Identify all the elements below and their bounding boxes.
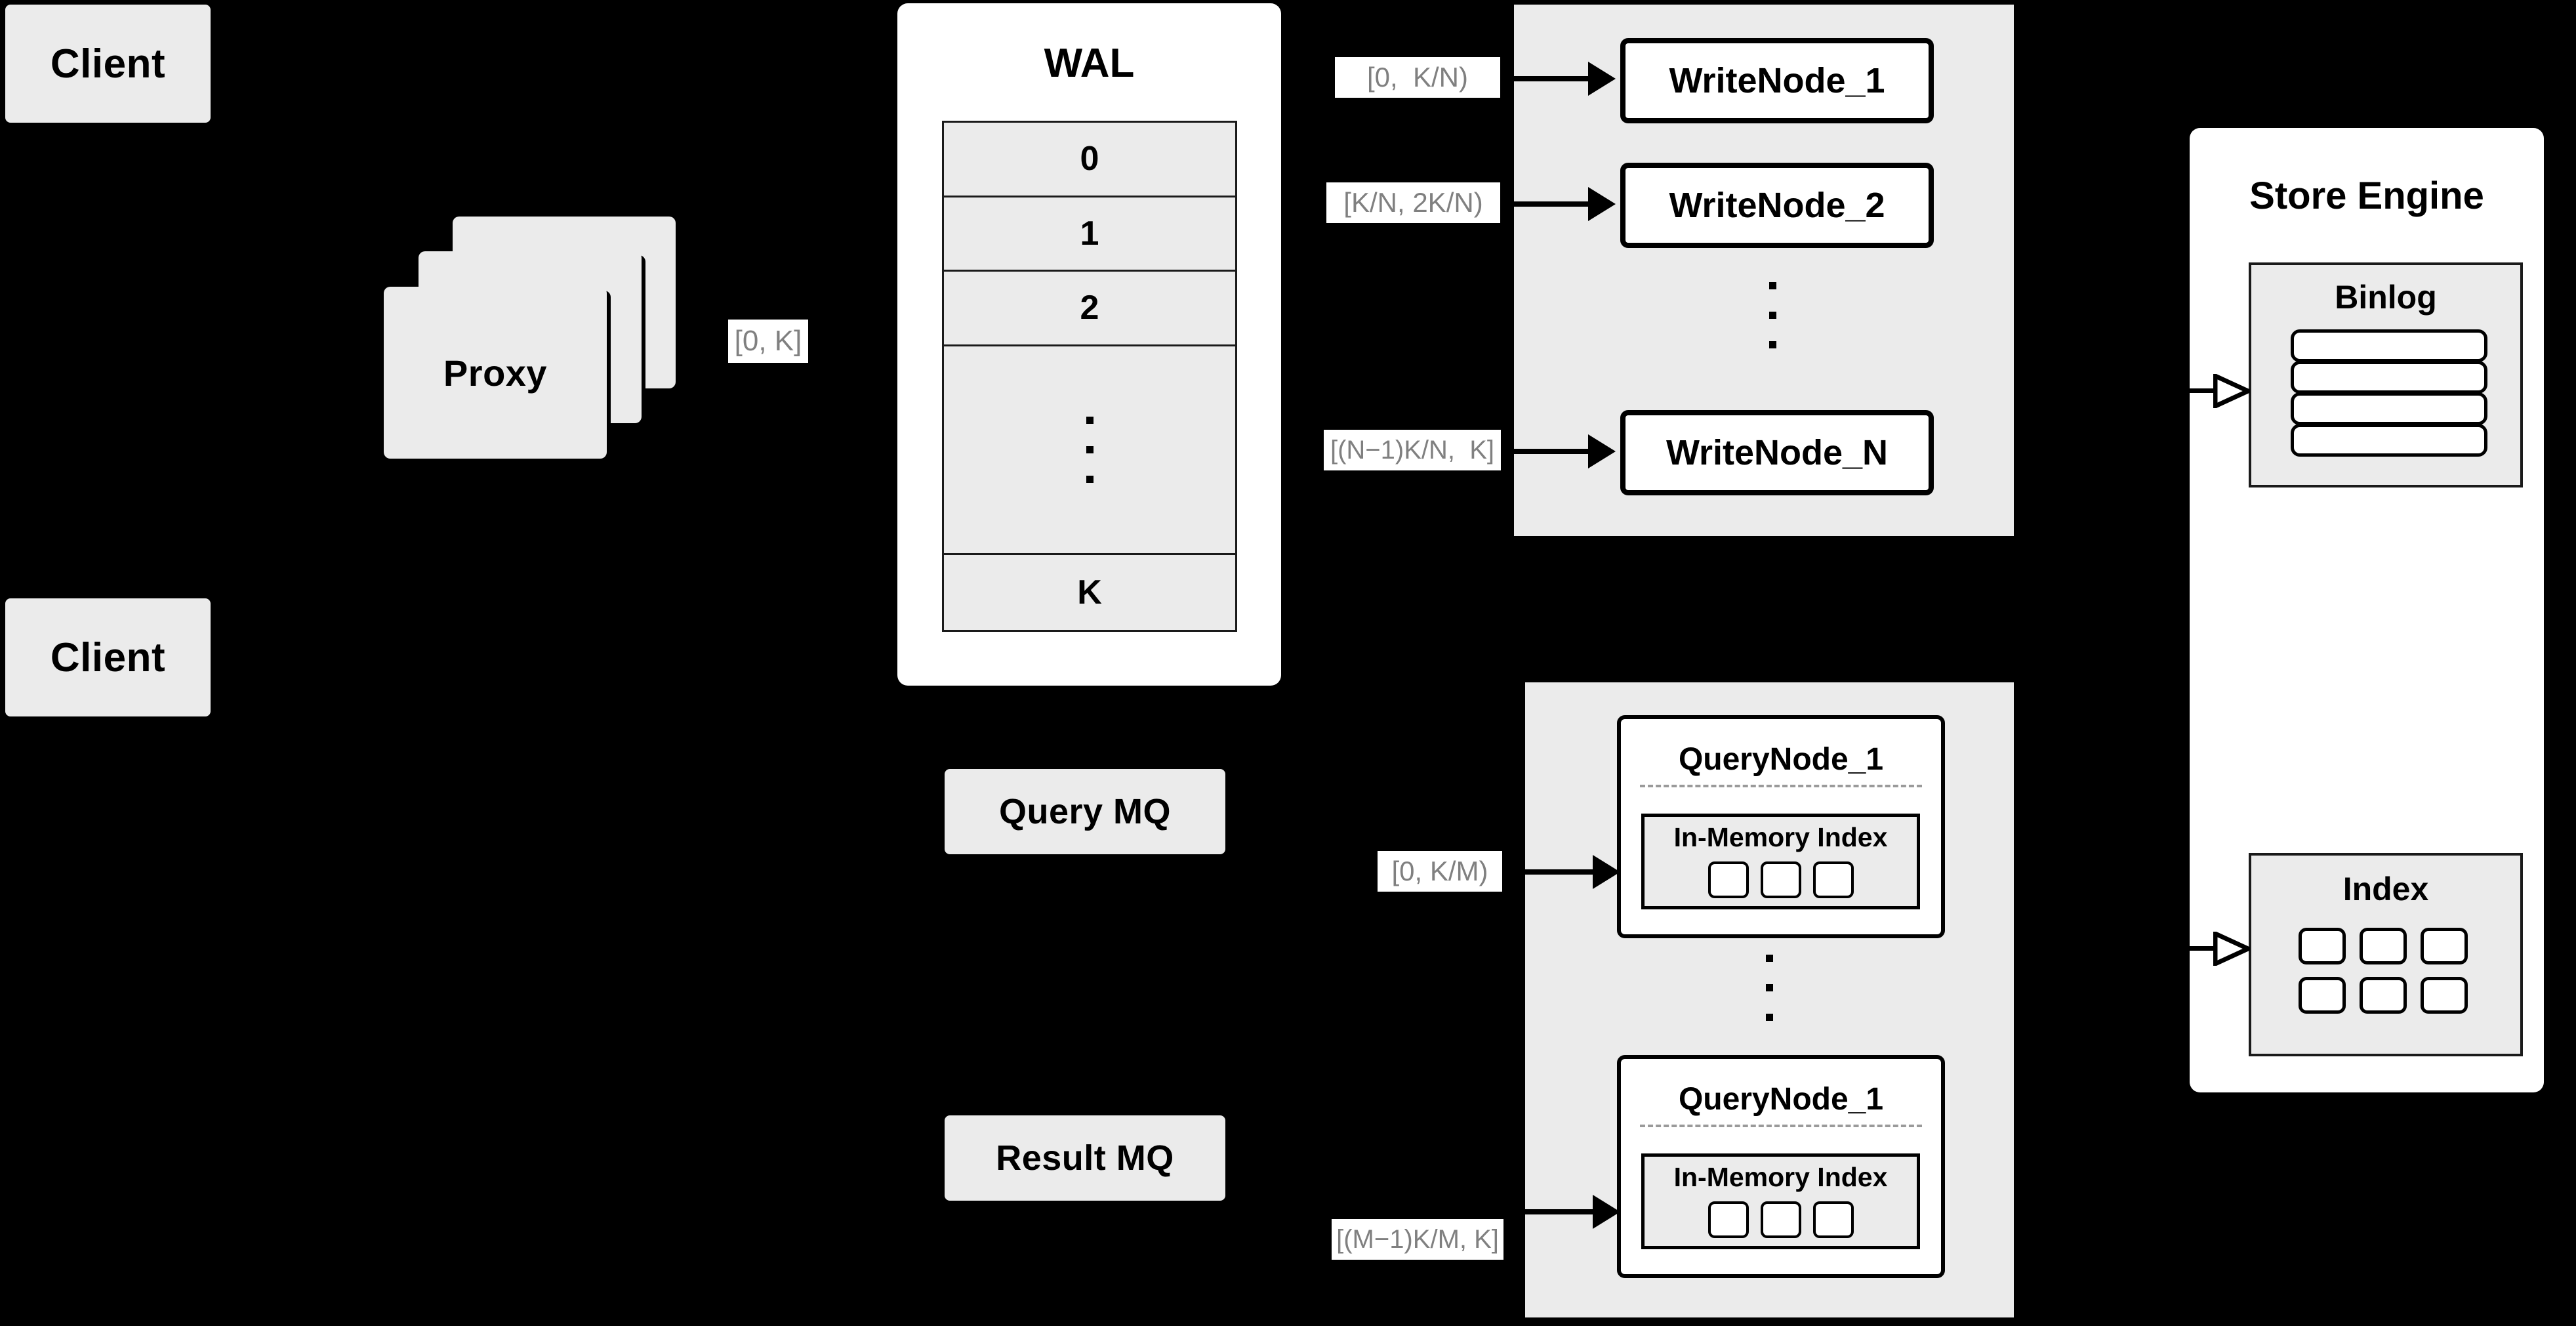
index-cell[interactable] <box>1707 1201 1749 1238</box>
store-index-cell[interactable] <box>2360 977 2407 1014</box>
write-node-2-arrow-head <box>1588 187 1616 221</box>
index-cell[interactable] <box>1760 1201 1801 1238</box>
store-engine-title: Store Engine <box>2249 175 2484 217</box>
write-node-2[interactable]: WriteNode_2 <box>1620 163 1934 248</box>
index-cell[interactable] <box>1812 1201 1854 1238</box>
query-node-1-in-memory-index-title: In-Memory Index <box>1673 822 1888 852</box>
write-node-n[interactable]: WriteNode_N <box>1620 410 1934 495</box>
query-node-1-index-cells <box>1641 861 1920 898</box>
wal-title: WAL <box>1044 41 1135 86</box>
query-node-2-index-cells <box>1641 1201 1920 1238</box>
write-node-1-range-label: [0, K/N) <box>1335 57 1500 98</box>
query-node-2-arrow-head <box>1593 1195 1620 1229</box>
client-label-1: Client <box>50 41 166 87</box>
binlog-arrow-line <box>2190 388 2215 393</box>
store-index-box: Index <box>2249 853 2523 1056</box>
binlog-bar[interactable] <box>2291 424 2487 457</box>
query-node-2-in-memory-index-title: In-Memory Index <box>1673 1162 1888 1192</box>
store-index-cell[interactable] <box>2421 977 2468 1014</box>
store-index-title: Index <box>2342 871 2429 907</box>
query-node-2-title: QueryNode_1 <box>1678 1082 1884 1117</box>
proxy-card-front[interactable]: Proxy <box>384 287 607 459</box>
write-node-2-range-label: [K/N, 2K/N) <box>1326 182 1500 223</box>
write-node-1-arrow-head <box>1588 62 1616 96</box>
query-node-1-arrow-line <box>1509 869 1595 875</box>
binlog-open-arrow-head-icon <box>2213 374 2250 408</box>
query-node-vertical-ellipsis-icon <box>1766 955 1773 1021</box>
write-node-2-arrow-line <box>1505 201 1591 207</box>
proxy-range-label: [0, K] <box>728 320 808 363</box>
index-cell[interactable] <box>1812 861 1854 898</box>
wal-row-ellipsis <box>944 346 1235 556</box>
wal-row-0[interactable]: 0 <box>944 123 1235 197</box>
store-index-open-arrow-head-icon <box>2213 932 2250 966</box>
wal-panel: WAL 0 1 2 K <box>897 3 1281 686</box>
store-engine-panel: Store Engine Binlog Index <box>2190 128 2544 1092</box>
binlog-bar[interactable] <box>2291 361 2487 394</box>
query-node-2-range-label: [(M−1)K/M, K] <box>1332 1219 1503 1260</box>
query-node-1-title: QueryNode_1 <box>1678 742 1884 777</box>
write-node-n-arrow-head <box>1588 434 1616 468</box>
binlog-title: Binlog <box>2335 279 2437 316</box>
store-index-cell[interactable] <box>2421 928 2468 964</box>
query-mq-box[interactable]: Query MQ <box>945 769 1225 854</box>
query-node-1-range-label: [0, K/M) <box>1378 851 1502 892</box>
wal-row-2[interactable]: 2 <box>944 272 1235 346</box>
store-index-cell[interactable] <box>2299 928 2346 964</box>
write-node-vertical-ellipsis-icon <box>1769 282 1776 348</box>
binlog-box: Binlog <box>2249 262 2523 487</box>
write-node-1[interactable]: WriteNode_1 <box>1620 38 1934 123</box>
client-box-2[interactable]: Client <box>5 598 211 716</box>
vertical-ellipsis-icon <box>1086 417 1094 484</box>
wal-row-k[interactable]: K <box>1077 573 1102 612</box>
store-index-cell[interactable] <box>2299 977 2346 1014</box>
index-cell[interactable] <box>1760 861 1801 898</box>
result-mq-box[interactable]: Result MQ <box>945 1115 1225 1201</box>
wal-table: 0 1 2 K <box>942 121 1237 632</box>
store-index-arrow-line <box>2190 946 2215 951</box>
proxy-label: Proxy <box>443 352 548 394</box>
query-node-1-divider <box>1640 785 1922 787</box>
index-cell[interactable] <box>1707 861 1749 898</box>
binlog-bar[interactable] <box>2291 392 2487 425</box>
store-index-cell[interactable] <box>2360 928 2407 964</box>
query-node-2-arrow-line <box>1509 1209 1595 1214</box>
wal-row-1[interactable]: 1 <box>944 197 1235 272</box>
client-box-1[interactable]: Client <box>5 5 211 123</box>
write-node-1-arrow-line <box>1505 76 1591 81</box>
query-node-2-divider <box>1640 1125 1922 1127</box>
write-node-n-arrow-line <box>1505 449 1591 454</box>
binlog-bar[interactable] <box>2291 329 2487 362</box>
query-node-1-arrow-head <box>1593 855 1620 889</box>
client-label-2: Client <box>50 634 166 680</box>
write-node-n-range-label: [(N−1)K/N, K] <box>1324 430 1501 470</box>
